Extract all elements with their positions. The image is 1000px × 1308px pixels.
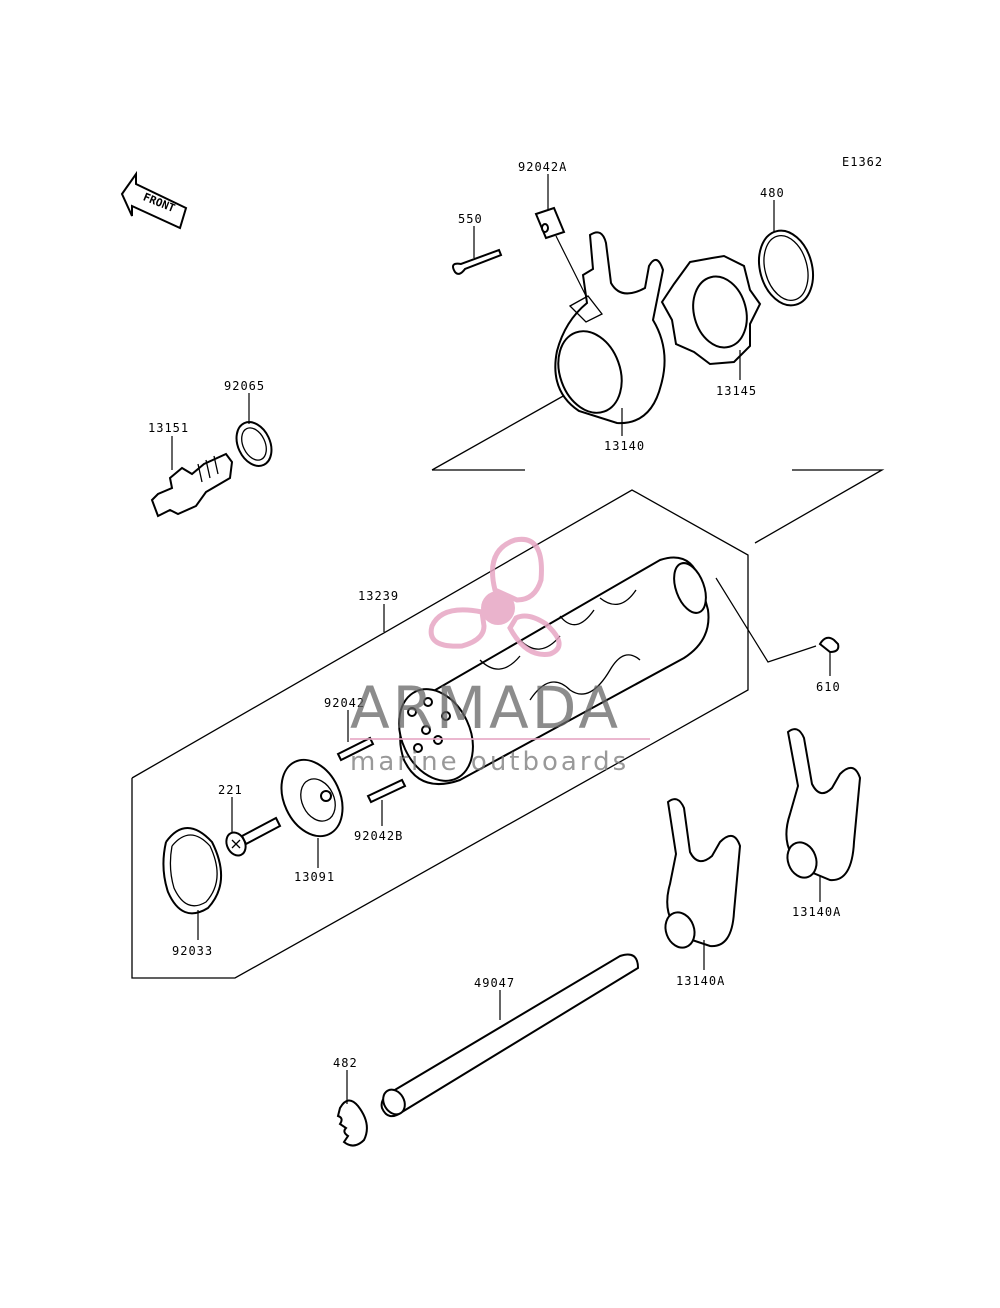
label-92065: 92065 <box>224 379 265 393</box>
circlip-480 <box>758 229 814 307</box>
watermark-tagline: marine outboards <box>350 747 629 777</box>
plate-13145 <box>660 254 762 366</box>
label-92033: 92033 <box>172 944 213 958</box>
shaft-49047 <box>380 953 640 1118</box>
label-13091: 13091 <box>294 870 335 884</box>
label-13151: 13151 <box>148 421 189 435</box>
label-13239: 13239 <box>358 589 399 603</box>
watermark: ARMADA marine outboards <box>350 536 650 777</box>
label-92042B: 92042B <box>354 829 403 843</box>
label-13140A-right: 13140A <box>792 905 841 919</box>
label-92042A: 92042A <box>518 160 567 174</box>
shift-drum-13239 <box>398 556 710 785</box>
pin-92042B <box>366 778 407 804</box>
label-92042: 92042 <box>324 696 365 710</box>
label-49047: 49047 <box>474 976 515 990</box>
shift-fork-13140 <box>554 231 666 425</box>
drum-assembly-frame <box>131 489 749 979</box>
label-550: 550 <box>458 212 483 226</box>
label-480: 480 <box>760 186 785 200</box>
shift-fork-13140A-right <box>785 728 862 882</box>
label-13140A-left: 13140A <box>676 974 725 988</box>
pin-92042A <box>534 206 566 240</box>
label-482: 482 <box>333 1056 358 1070</box>
propeller-icon <box>428 536 562 657</box>
plate-13091 <box>280 758 344 838</box>
front-arrow-icon: FRONT <box>120 170 188 230</box>
screw-221 <box>225 816 282 857</box>
guide-line <box>754 469 885 544</box>
shift-fork-13140A-left <box>664 798 742 949</box>
watermark-brand: ARMADA <box>350 674 621 742</box>
label-610: 610 <box>816 680 841 694</box>
diagram-code: E1362 <box>842 155 883 169</box>
label-13140: 13140 <box>604 439 645 453</box>
guide-line <box>431 394 566 471</box>
pin-610 <box>818 636 840 654</box>
pin-92042 <box>336 736 375 762</box>
label-221: 221 <box>218 783 243 797</box>
neutral-switch-13151 <box>150 452 234 518</box>
label-13145: 13145 <box>716 384 757 398</box>
e-clip-482 <box>336 1099 368 1147</box>
cotter-pin-550 <box>452 248 503 275</box>
washer-92065 <box>235 421 273 467</box>
ring-92033 <box>162 827 223 915</box>
